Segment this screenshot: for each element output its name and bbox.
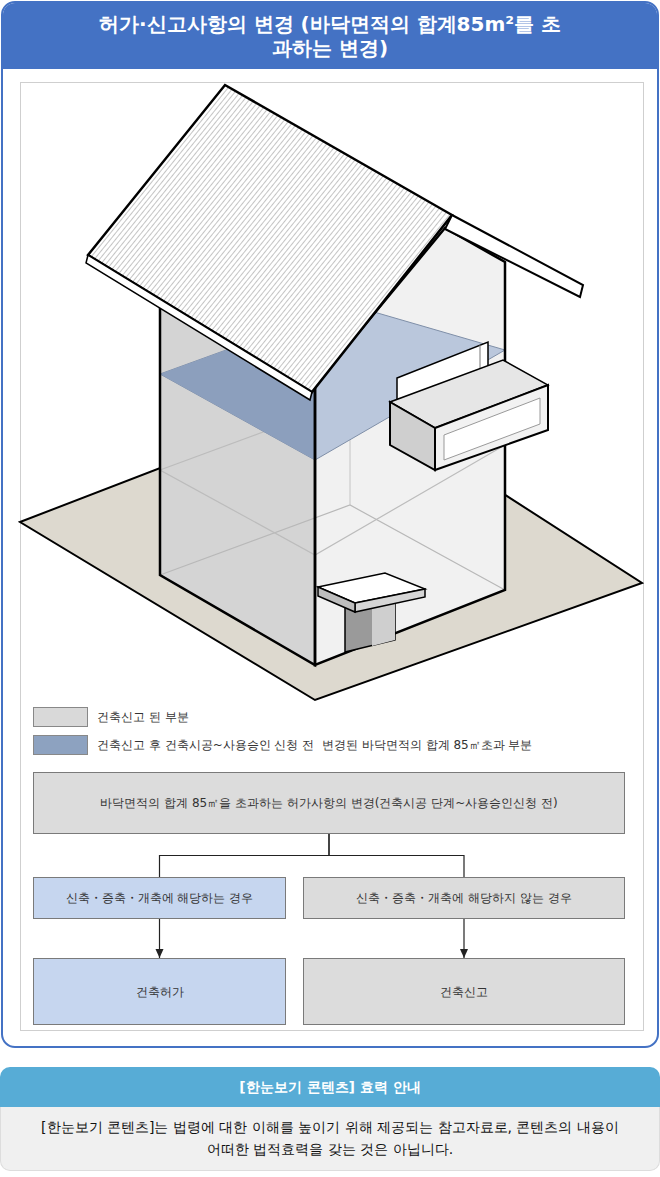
node-text: 신축・증축・개축에 해당하지 않는 경우 bbox=[356, 890, 571, 906]
condition-box: 신축・증축・개축에 해당하지 않는 경우 bbox=[303, 877, 625, 919]
hidden-edge bbox=[160, 505, 505, 590]
connector bbox=[159, 919, 160, 958]
node-text: 신축・증축・개축에 해당하는 경우 bbox=[66, 890, 254, 906]
legend-swatch bbox=[33, 735, 88, 755]
roof bbox=[88, 85, 452, 392]
canopy-side bbox=[318, 587, 355, 612]
legend-text: 건축신고 후 건축시공~사용승인 신청 전 변경된 바닥면적의 합계 85㎡초과… bbox=[97, 737, 532, 753]
node-text: [한눈보기 콘텐츠] 효력 안내 bbox=[0, 1067, 660, 1107]
balcony-side bbox=[435, 385, 548, 470]
title-bar: 허가·신고사항의 변경 (바닥면적의 합계85m²를 초과하는 변경) bbox=[3, 3, 657, 69]
legend-row: 건축신고 후 건축시공~사용승인 신청 전 변경된 바닥면적의 합계 85㎡초과… bbox=[33, 735, 633, 755]
legend-swatch bbox=[33, 707, 88, 727]
process-box: 바닥면적의 합계 85㎡을 초과하는 허가사항의 변경(건축시공 단계~사용승인… bbox=[33, 772, 625, 834]
result-box: 건축허가 bbox=[33, 958, 286, 1025]
title-text: 허가·신고사항의 변경 (바닥면적의 합계85m²를 초과하는 변경) bbox=[95, 12, 565, 60]
roof-edge bbox=[445, 215, 583, 297]
canopy-front bbox=[355, 589, 425, 612]
roof-edge bbox=[86, 255, 312, 400]
legend-row: 건축신고 된 부분 bbox=[33, 707, 633, 727]
legend: 건축신고 된 부분건축신고 후 건축시공~사용승인 신청 전 변경된 바닥면적의… bbox=[33, 707, 633, 763]
result-box: 건축신고 bbox=[303, 958, 625, 1025]
node-text: 건축허가 bbox=[136, 984, 184, 1000]
node-text: 바닥면적의 합계 85㎡을 초과하는 허가사항의 변경(건축시공 단계~사용승인… bbox=[100, 795, 557, 811]
notice-panel: [한눈보기 콘텐츠] 효력 안내[한눈보기 콘텐츠]는 법령에 대한 이해를 높… bbox=[0, 1067, 660, 1171]
node-text: [한눈보기 콘텐츠]는 법령에 대한 이해를 높이기 위해 제공되는 참고자료로… bbox=[0, 1107, 660, 1171]
legend-text: 건축신고 된 부분 bbox=[97, 709, 189, 725]
condition-box: 신축・증축・개축에 해당하는 경우 bbox=[33, 877, 286, 919]
balcony-glass bbox=[444, 398, 540, 460]
connector bbox=[463, 919, 464, 958]
house-illustration bbox=[0, 0, 660, 705]
connector bbox=[160, 834, 330, 877]
balcony-front bbox=[390, 402, 435, 470]
node-text: 건축신고 bbox=[440, 984, 488, 1000]
connector bbox=[329, 834, 464, 877]
